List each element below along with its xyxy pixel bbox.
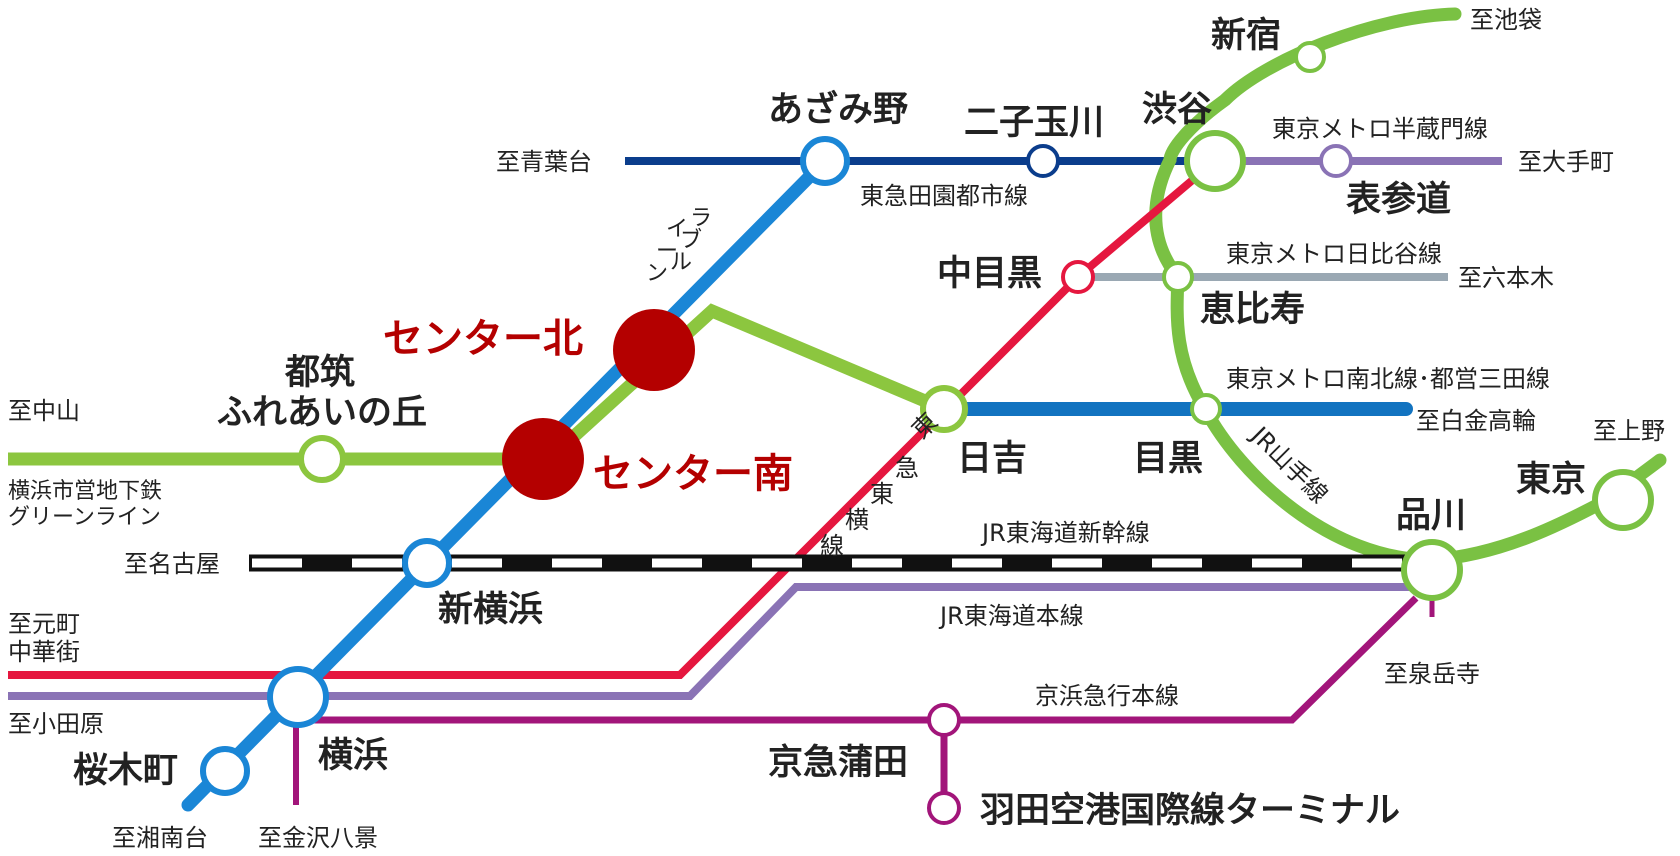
label-namboku-line: 東京メトロ南北線･都営三田線 [1226, 365, 1550, 393]
dest-shonandai: 至湘南台 [112, 824, 208, 852]
station-tsuzuki-fureai[interactable] [298, 435, 346, 483]
label-shinkansen-line: JR東海道新幹線 [980, 519, 1150, 547]
dest-sengakuji: 至泉岳寺 [1384, 660, 1480, 688]
label-keikyu-line: 京浜急行本線 [1035, 682, 1179, 710]
station-nakameguro[interactable] [1061, 260, 1095, 294]
station-ebisu[interactable] [1162, 261, 1194, 293]
label-yokohama: 横浜 [318, 736, 388, 776]
station-yokohama[interactable] [267, 666, 329, 728]
label-tokyo: 東京 [1516, 459, 1586, 500]
station-meguro[interactable] [1190, 393, 1222, 425]
blue-line-char-5: ー [656, 239, 678, 264]
toyoko-char-5: 線 [820, 532, 844, 560]
station-shinagawa[interactable] [1401, 539, 1463, 601]
station-shibuya[interactable] [1184, 130, 1246, 192]
dest-ikebukuro: 至池袋 [1470, 6, 1542, 34]
dest-ueno: 至上野 [1593, 417, 1665, 445]
dest-kanazawa: 至金沢八景 [258, 824, 378, 852]
label-azamino: あざみ野 [768, 89, 908, 130]
dest-roppongi: 至六本木 [1458, 264, 1554, 292]
label-hanzomon-line: 東京メトロ半蔵門線 [1272, 115, 1488, 143]
dest-motomachi-2: 中華街 [8, 638, 80, 666]
label-meguro: 目黒 [1133, 439, 1203, 479]
toyoko-char-2: 急 [895, 454, 919, 482]
dest-motomachi-1: 至元町 [8, 610, 80, 638]
keikyu-line [300, 595, 1419, 724]
label-shinagawa: 品川 [1396, 496, 1466, 536]
station-sakuragicho[interactable] [200, 746, 250, 796]
dest-aobadai: 至青葉台 [496, 148, 592, 176]
blue-line-char-4: イ [666, 217, 688, 242]
blue-line-char-3: ル [670, 250, 692, 275]
toyoko-char-3: 東 [870, 480, 894, 508]
dest-odawara: 至小田原 [8, 710, 104, 738]
green-line [8, 303, 947, 466]
dest-otemachi: 至大手町 [1518, 148, 1614, 176]
station-tokyo[interactable] [1592, 469, 1654, 531]
label-center-minami: センター南 [593, 451, 793, 497]
blue-line-char-2: ブ [680, 228, 702, 253]
toyoko-line [8, 157, 1218, 679]
station-azamino[interactable] [800, 136, 850, 186]
station-hiyoshi[interactable] [920, 385, 968, 433]
label-futako-tamagawa: 二子玉川 [964, 103, 1104, 143]
dest-nagoya: 至名古屋 [124, 550, 220, 578]
label-omotesando: 表参道 [1346, 180, 1451, 220]
label-tokaido-line: JR東海道本線 [938, 602, 1084, 630]
station-center-kita[interactable] [613, 309, 695, 391]
station-center-minami[interactable] [502, 418, 584, 500]
label-hiyoshi: 日吉 [957, 439, 1027, 479]
label-shinjuku: 新宿 [1211, 16, 1281, 56]
label-keikyu-kamata: 京急蒲田 [768, 742, 908, 783]
tokaido-line [8, 583, 1432, 700]
label-shibuya: 渋谷 [1142, 90, 1212, 130]
label-center-kita: センター北 [383, 316, 583, 362]
label-green-line-2: グリーンライン [8, 505, 161, 530]
toyoko-char-4: 横 [845, 506, 869, 534]
station-haneda[interactable] [927, 791, 961, 825]
label-nakameguro: 中目黒 [937, 254, 1042, 294]
blue-line-char-1: ラ [690, 206, 712, 231]
station-shin-yokohama[interactable] [402, 538, 452, 588]
blue-line-char-6: ン [646, 261, 668, 286]
label-sakuragicho: 桜木町 [73, 751, 178, 791]
label-denentoshi-line: 東急田園都市線 [860, 182, 1028, 210]
label-tsuzuki-line2: ふれあいの丘 [217, 393, 427, 433]
label-tsuzuki-line1: 都筑 [284, 353, 355, 393]
label-yamanote-line: JR山手線 [1244, 420, 1333, 509]
label-shin-yokohama: 新横浜 [438, 590, 543, 630]
dest-shirokane: 至白金高輪 [1416, 407, 1536, 435]
station-keikyu-kamata[interactable] [927, 703, 961, 737]
label-ebisu: 恵比寿 [1200, 290, 1305, 330]
label-haneda: 羽田空港国際線ターミナル [980, 791, 1400, 831]
label-hibiya-line: 東京メトロ日比谷線 [1226, 240, 1442, 268]
station-shinjuku[interactable] [1294, 41, 1326, 73]
station-futako-tamagawa[interactable] [1026, 144, 1060, 178]
dest-nakayama: 至中山 [8, 397, 80, 425]
station-omotesando[interactable] [1319, 144, 1353, 178]
label-green-line-1: 横浜市営地下鉄 [8, 479, 162, 504]
